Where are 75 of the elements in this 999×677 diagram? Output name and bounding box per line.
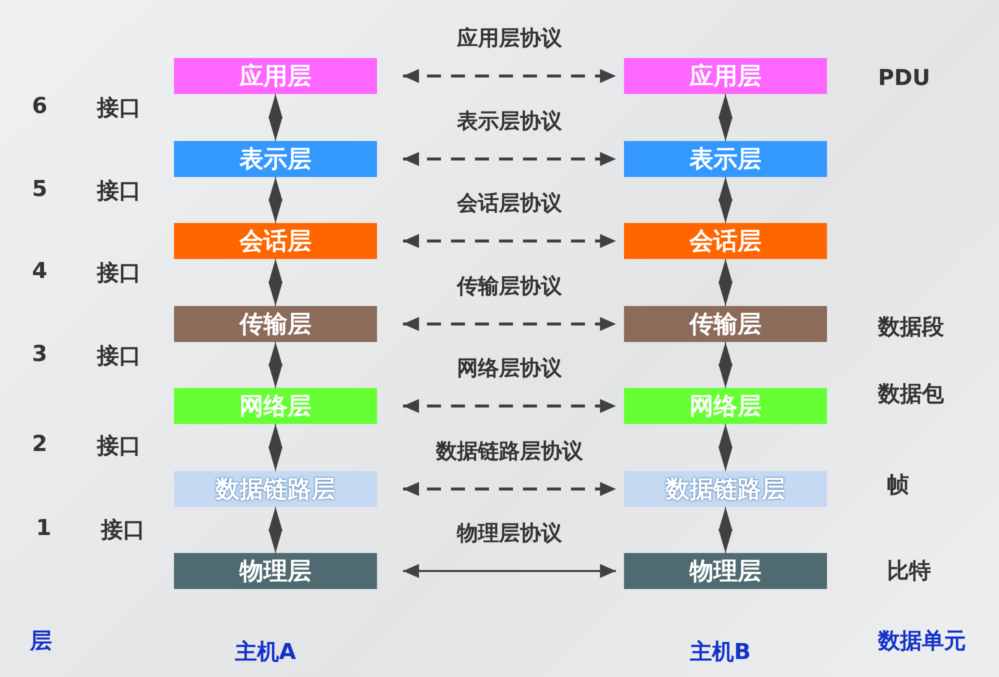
edge-label: 会话层协议 xyxy=(457,190,562,217)
data-unit-label: 数据包 xyxy=(878,381,944,409)
layer-box xyxy=(174,553,377,589)
edge-label: 物理层协议 xyxy=(457,520,562,547)
row-label: 2 xyxy=(32,432,48,457)
layer-name: 物理层 xyxy=(690,556,762,587)
edge-label: 网络层协议 xyxy=(457,355,562,382)
layer-box xyxy=(624,471,827,507)
protocol-arrow xyxy=(403,234,616,248)
edge-label: 表示层协议 xyxy=(457,108,562,135)
layer-box xyxy=(174,306,377,342)
double-arrow xyxy=(718,342,732,388)
layer-name: 会话层 xyxy=(690,226,762,257)
layer-name: 传输层 xyxy=(240,309,312,340)
layer-name: 表示层 xyxy=(240,144,312,175)
data-unit-label: 数据段 xyxy=(878,314,944,342)
protocol-arrow xyxy=(403,69,616,83)
row-label: 4 xyxy=(32,259,48,284)
data-unit-label: 比特 xyxy=(887,558,931,586)
data-unit-label: 数据单元 xyxy=(878,628,966,656)
double-arrow xyxy=(718,94,732,142)
data-unit-label: 帧 xyxy=(887,472,909,500)
double-arrow xyxy=(718,176,732,224)
layer-name: 物理层 xyxy=(240,556,312,587)
layer-box xyxy=(174,58,377,94)
row-label: 1 xyxy=(36,516,52,541)
double-arrow xyxy=(268,176,282,224)
protocol-arrow xyxy=(403,482,616,496)
row-label: 接口 xyxy=(101,517,145,545)
row-label: 3 xyxy=(32,342,48,367)
layer-name: 应用层 xyxy=(240,61,312,92)
layer-box xyxy=(174,141,377,177)
double-arrow xyxy=(268,94,282,142)
protocol-arrow xyxy=(403,317,616,331)
double-arrow xyxy=(718,424,732,472)
layer-name: 网络层 xyxy=(690,391,762,422)
row-label: 6 xyxy=(32,94,48,119)
layer-box xyxy=(174,471,377,507)
layer-name: 会话层 xyxy=(240,226,312,257)
data-unit-label: PDU xyxy=(878,66,930,91)
axis-label: 主机B xyxy=(690,638,751,667)
layer-box xyxy=(174,223,377,259)
edge-label: 传输层协议 xyxy=(457,273,562,300)
edge-label: 数据链路层协议 xyxy=(436,438,583,465)
row-label: 接口 xyxy=(97,433,141,461)
layer-box xyxy=(624,223,827,259)
layer-name: 传输层 xyxy=(690,309,762,340)
layer-name: 数据链路层 xyxy=(666,474,786,505)
layer-name: 表示层 xyxy=(690,144,762,175)
axis-label: 层 xyxy=(30,628,52,656)
protocol-arrow xyxy=(403,564,616,578)
layer-box xyxy=(624,306,827,342)
layer-name: 网络层 xyxy=(240,391,312,422)
double-arrow xyxy=(718,506,732,554)
protocol-arrow xyxy=(403,399,616,413)
layer-box xyxy=(624,553,827,589)
row-label: 5 xyxy=(32,177,48,202)
layer-box xyxy=(624,141,827,177)
row-label: 接口 xyxy=(97,178,141,206)
row-label: 接口 xyxy=(97,343,141,371)
double-arrow xyxy=(268,342,282,388)
double-arrow xyxy=(268,506,282,554)
axis-label: 主机A xyxy=(235,638,296,667)
double-arrow xyxy=(268,424,282,472)
protocol-arrow xyxy=(403,152,616,166)
layer-box xyxy=(624,58,827,94)
layer-box xyxy=(174,388,377,424)
double-arrow xyxy=(268,258,282,306)
layer-name: 数据链路层 xyxy=(216,474,336,505)
double-arrow xyxy=(718,258,732,306)
layer-box xyxy=(624,388,827,424)
row-label: 接口 xyxy=(97,95,141,123)
edge-label: 应用层协议 xyxy=(457,25,562,52)
row-label: 接口 xyxy=(97,260,141,288)
layer-name: 应用层 xyxy=(690,61,762,92)
